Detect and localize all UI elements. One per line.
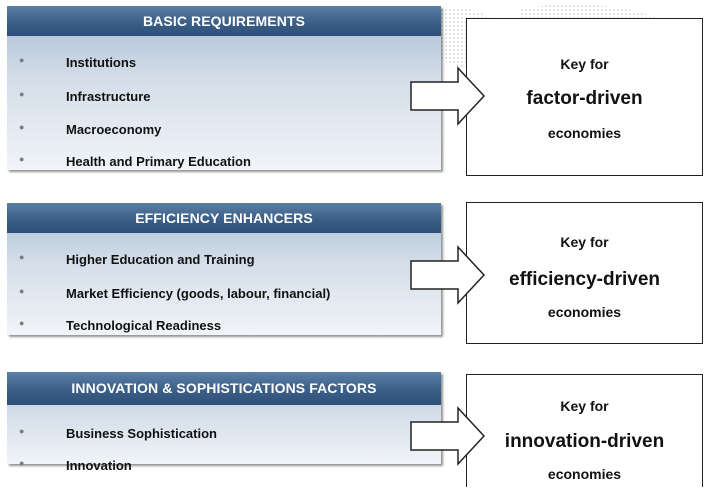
key-box-efficiency-driven: Key for efficiency-driven economies <box>466 202 703 344</box>
block-arrow-right-icon <box>410 406 486 466</box>
block-arrow-right-icon <box>410 66 486 126</box>
key-label: Key for <box>560 56 609 72</box>
list-item: Market Efficiency (goods, labour, financ… <box>66 286 331 301</box>
innovation-factors-panel: INNOVATION & SOPHISTICATIONS FACTORS ● B… <box>7 372 441 473</box>
key-box-innovation-driven: Key for innovation-driven economies <box>466 374 703 487</box>
list-item: Health and Primary Education <box>66 154 251 169</box>
bullet-dot-icon: ● <box>19 286 25 296</box>
bullet-dot-icon: ● <box>19 55 25 65</box>
panel-title: INNOVATION & SOPHISTICATIONS FACTORS <box>7 372 441 405</box>
basic-requirements-panel: BASIC REQUIREMENTS ● Institutions ● Infr… <box>7 6 441 170</box>
bullet-dot-icon: ● <box>19 252 25 262</box>
key-economy-type: factor-driven <box>526 88 643 109</box>
key-suffix: economies <box>547 466 622 482</box>
key-economy-type: innovation-driven <box>504 431 665 452</box>
bullet-dot-icon: ● <box>19 318 25 328</box>
bullet-dot-icon: ● <box>19 154 25 164</box>
key-suffix: economies <box>547 304 622 320</box>
bullet-dot-icon: ● <box>19 122 25 132</box>
list-item: Business Sophistication <box>66 426 217 441</box>
key-label: Key for <box>560 234 609 250</box>
panel-title: EFFICIENCY ENHANCERS <box>7 203 441 233</box>
list-item: Institutions <box>66 55 137 70</box>
panel-title: BASIC REQUIREMENTS <box>7 6 441 36</box>
bullet-dot-icon: ● <box>19 458 25 468</box>
list-item: Innovation <box>66 458 132 473</box>
list-item: Technological Readiness <box>66 318 222 333</box>
list-item: Macroeconomy <box>66 122 162 137</box>
bullet-dot-icon: ● <box>19 426 25 436</box>
list-item: Infrastructure <box>66 89 151 104</box>
efficiency-enhancers-panel: EFFICIENCY ENHANCERS ● Higher Education … <box>7 203 441 335</box>
list-item: Higher Education and Training <box>66 252 255 267</box>
block-arrow-right-icon <box>410 245 486 305</box>
key-economy-type: efficiency-driven <box>509 269 660 290</box>
key-suffix: economies <box>547 125 622 141</box>
key-box-factor-driven: Key for factor-driven economies <box>466 18 703 176</box>
bullet-dot-icon: ● <box>19 89 25 99</box>
key-label: Key for <box>560 398 609 414</box>
